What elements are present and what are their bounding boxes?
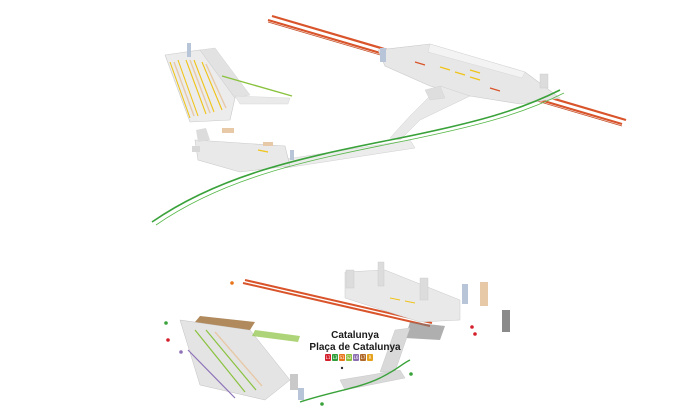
line-badge-s1: S1	[339, 354, 345, 361]
lime-line	[221, 75, 293, 97]
exit-markers	[164, 281, 477, 406]
west-platform-stripes	[169, 59, 223, 119]
line-badge-r: R	[367, 354, 373, 361]
east-hall-structure	[377, 43, 561, 105]
lower-green-line	[299, 359, 411, 403]
station-title: Catalunya Plaça de Catalunya	[300, 330, 410, 354]
station-name: Catalunya	[331, 330, 379, 341]
upper-view	[151, 14, 627, 226]
west-lower-hall	[194, 139, 291, 173]
east-platform-marks	[439, 66, 481, 81]
line-badge-l1: L1	[325, 354, 331, 361]
lower-west-block	[179, 319, 291, 401]
line-badge-l7: L7	[360, 354, 366, 361]
line-badge-s2: S2	[346, 354, 352, 361]
lower-view	[179, 261, 510, 403]
station-square: Plaça de Catalunya	[309, 342, 401, 353]
line-badge-l3: L3	[332, 354, 338, 361]
green-line-tracks	[151, 89, 561, 223]
lower-east-hall	[344, 269, 461, 323]
line-badge-l6: L6	[353, 354, 359, 361]
line-badges: L1 L3 S1 S2 L6 L7 R	[325, 354, 373, 361]
